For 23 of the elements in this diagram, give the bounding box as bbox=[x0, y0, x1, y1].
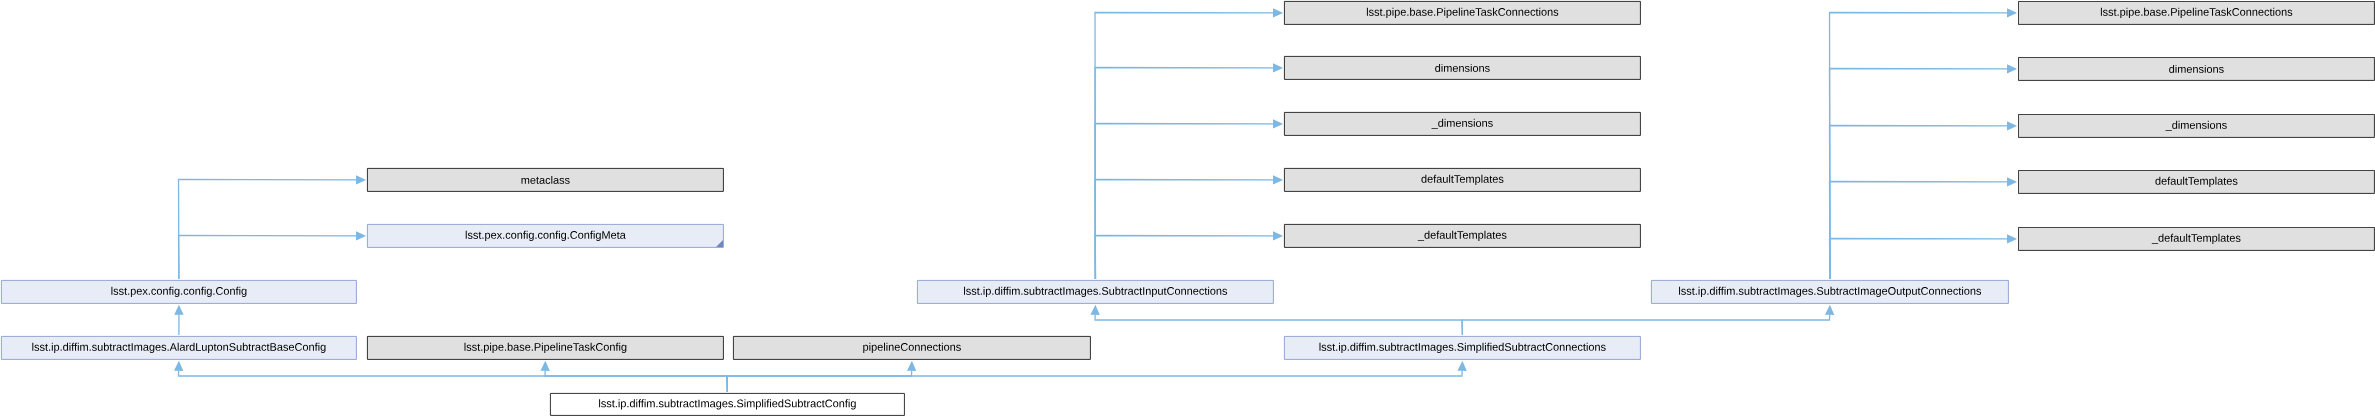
class-box: _dimensions bbox=[1284, 112, 1641, 136]
class-box: _dimensions bbox=[2018, 114, 2375, 138]
class-box: dimensions bbox=[1284, 56, 1641, 80]
arrow bbox=[177, 231, 366, 280]
class-box: lsst.ip.diffim.subtractImages.SubtractInputConnections bbox=[917, 280, 1274, 304]
class-box: lsst.pex.config.config.ConfigMeta bbox=[367, 224, 724, 248]
class-box: metaclass bbox=[367, 168, 724, 192]
class-box: dimensions bbox=[2018, 57, 2375, 81]
class-box: lsst.ip.diffim.subtractImages.SubtractImageOutputConnections bbox=[1651, 280, 2009, 304]
class-box: lsst.ip.diffim.subtractImages.SimplifiedSubtractConfig bbox=[550, 393, 905, 416]
class-box: lsst.pipe.base.PipelineTaskConfig bbox=[367, 336, 724, 360]
class-box: lsst.pex.config.config.Config bbox=[1, 280, 357, 304]
arrow bbox=[1094, 231, 1283, 280]
arrow bbox=[1828, 234, 2017, 280]
class-box: lsst.ip.diffim.subtractImages.AlardLuptonSubtractBaseConfig bbox=[1, 336, 357, 360]
class-box: lsst.ip.diffim.subtractImages.SimplifiedSubtractConnections bbox=[1284, 336, 1641, 360]
class-box: _defaultTemplates bbox=[1284, 224, 1641, 248]
class-box: defaultTemplates bbox=[2018, 170, 2375, 194]
class-box: _defaultTemplates bbox=[2018, 227, 2375, 251]
class-box: lsst.pipe.base.PipelineTaskConnections bbox=[1284, 1, 1641, 25]
class-box: lsst.pipe.base.PipelineTaskConnections bbox=[2018, 1, 2375, 25]
class-box: pipelineConnections bbox=[733, 336, 1091, 360]
class-box: defaultTemplates bbox=[1284, 168, 1641, 192]
